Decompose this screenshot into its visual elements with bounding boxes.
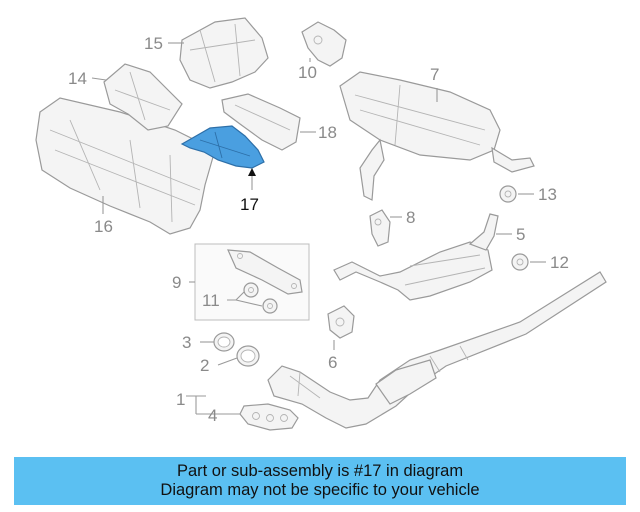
part-17-heat-shield-highlighted[interactable] bbox=[180, 125, 265, 169]
callout-1: 1 bbox=[176, 390, 185, 409]
leader-11 bbox=[227, 291, 263, 307]
callout-11: 11 bbox=[202, 291, 220, 310]
part-10-bracket[interactable] bbox=[301, 21, 347, 67]
leader-1 bbox=[186, 395, 222, 415]
part-1-front-pipe-with-catalytic-converter[interactable] bbox=[267, 271, 607, 429]
leader-14 bbox=[91, 77, 107, 81]
callout-15: 15 bbox=[144, 34, 163, 53]
callout-9: 9 bbox=[172, 273, 181, 292]
part-3-gasket[interactable] bbox=[213, 332, 235, 352]
callout-14: 14 bbox=[68, 69, 87, 88]
info-banner: Part or sub-assembly is #17 in diagram D… bbox=[14, 457, 626, 505]
part-13-rubber-mount[interactable] bbox=[499, 185, 517, 203]
leader-2 bbox=[217, 357, 238, 366]
callout-7: 7 bbox=[430, 65, 439, 84]
callout-18: 18 bbox=[318, 123, 337, 142]
part-2-gasket[interactable] bbox=[236, 345, 260, 367]
callout-12: 12 bbox=[550, 253, 569, 272]
callout-2: 2 bbox=[200, 356, 209, 375]
part-6-clamp[interactable] bbox=[327, 305, 355, 339]
exhaust-parts-diagram: 16 14 15 10 18 17 7 bbox=[35, 17, 607, 431]
part-15-heat-shield[interactable] bbox=[179, 17, 269, 89]
callout-3: 3 bbox=[182, 333, 191, 352]
callout-17: 17 bbox=[240, 195, 259, 214]
callout-16: 16 bbox=[94, 217, 113, 236]
arrow-17 bbox=[248, 168, 256, 176]
part-5-center-muffler[interactable] bbox=[333, 213, 499, 301]
part-14-heat-shield[interactable] bbox=[103, 63, 183, 131]
callout-5: 5 bbox=[516, 225, 525, 244]
part-4-gasket[interactable] bbox=[239, 403, 299, 431]
banner-line-2: Diagram may not be specific to your vehi… bbox=[160, 481, 480, 499]
part-8-clamp[interactable] bbox=[369, 209, 391, 247]
part-7-rear-muffler[interactable] bbox=[339, 71, 535, 201]
callout-8: 8 bbox=[406, 208, 415, 227]
part-12-rubber-mount[interactable] bbox=[511, 253, 529, 271]
part-9-bracket-assembly[interactable] bbox=[194, 243, 310, 321]
banner-line-1: Part or sub-assembly is #17 in diagram bbox=[176, 462, 464, 480]
part-16-underbody-heat-shield[interactable] bbox=[35, 97, 216, 235]
callout-13: 13 bbox=[538, 185, 557, 204]
part-18-heat-shield[interactable] bbox=[221, 93, 301, 151]
callout-10: 10 bbox=[298, 63, 317, 82]
part-11-rubber-mounts[interactable] bbox=[243, 282, 278, 314]
callout-4: 4 bbox=[208, 406, 217, 425]
callout-6: 6 bbox=[328, 353, 337, 372]
